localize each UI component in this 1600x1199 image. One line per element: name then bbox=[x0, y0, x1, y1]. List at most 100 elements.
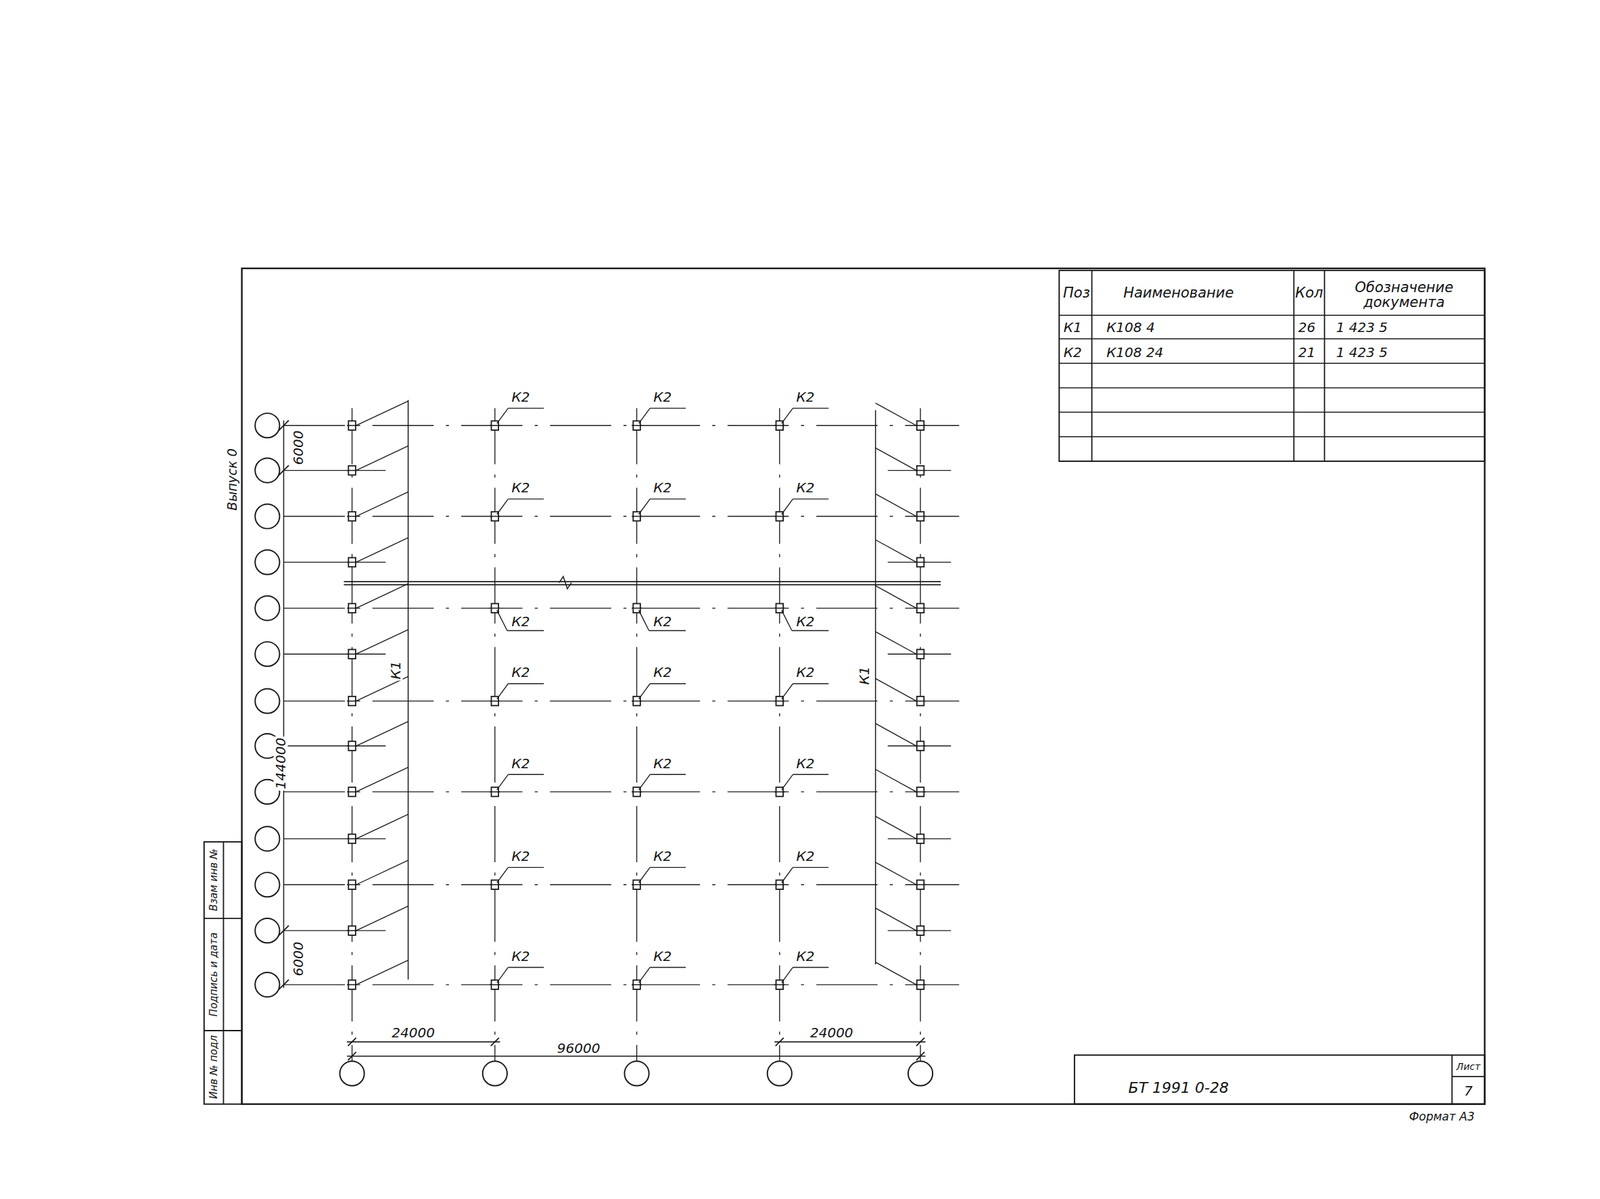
leader-line bbox=[781, 967, 794, 983]
leader-line bbox=[356, 537, 409, 562]
table-line bbox=[1059, 362, 1485, 364]
leader-line bbox=[875, 962, 917, 985]
leader-line bbox=[497, 683, 509, 700]
dimension-line bbox=[283, 420, 285, 988]
leader-line bbox=[781, 867, 794, 884]
break-symbol bbox=[559, 576, 572, 590]
title-block bbox=[1074, 1054, 1486, 1104]
column-symbol bbox=[346, 561, 358, 564]
column-symbol bbox=[915, 929, 926, 932]
leader-line bbox=[792, 866, 829, 868]
callout-label: К2 bbox=[794, 614, 816, 629]
leader-line bbox=[875, 585, 917, 608]
leader-line bbox=[507, 683, 544, 684]
leader-line bbox=[507, 967, 544, 968]
column-symbol bbox=[774, 983, 785, 986]
column-symbol bbox=[915, 515, 926, 518]
column-symbol bbox=[631, 983, 642, 986]
break-line bbox=[344, 580, 942, 583]
issue-label: Выпуск 0 bbox=[225, 446, 240, 512]
axis-marker bbox=[254, 918, 280, 943]
callout-label: К2 bbox=[651, 848, 673, 863]
leader-line bbox=[356, 721, 409, 746]
title-line bbox=[1451, 1054, 1453, 1104]
dimension-line bbox=[774, 1041, 926, 1043]
column-symbol bbox=[915, 838, 926, 840]
stamp-label: Подпись и дата bbox=[208, 931, 220, 1018]
dimension-label: 6000 bbox=[290, 940, 305, 978]
grid-axis bbox=[283, 607, 959, 609]
leader-line bbox=[649, 407, 686, 409]
column-symbol bbox=[489, 700, 500, 702]
callout-label: К2 bbox=[509, 948, 531, 963]
leader-line bbox=[792, 683, 829, 684]
sheet-frame bbox=[242, 268, 1486, 1105]
leader-line bbox=[407, 400, 410, 980]
axis-marker bbox=[254, 826, 280, 851]
column-symbol bbox=[915, 883, 926, 886]
column-symbol bbox=[489, 607, 500, 610]
leader-line bbox=[875, 769, 917, 792]
column-symbol bbox=[774, 883, 785, 886]
callout-label: К2 bbox=[794, 389, 816, 404]
leader-line bbox=[497, 408, 509, 425]
leader-line bbox=[781, 408, 794, 425]
table-header: Кол bbox=[1293, 285, 1325, 301]
callout-label: К2 bbox=[509, 756, 531, 771]
leader-line bbox=[649, 967, 686, 968]
format-label: Формат А3 bbox=[1407, 1111, 1477, 1124]
leader-line bbox=[875, 493, 917, 516]
callout-label: К2 bbox=[794, 848, 816, 863]
dimension-tick bbox=[348, 1052, 357, 1061]
table-cell: К2 bbox=[1062, 344, 1084, 360]
column-symbol bbox=[774, 791, 785, 793]
leader-line bbox=[649, 683, 686, 684]
leader-line bbox=[875, 678, 917, 701]
leader-line bbox=[356, 445, 409, 470]
axis-marker bbox=[254, 549, 280, 575]
table-header: Обозначение документа bbox=[1326, 279, 1482, 310]
stamp-line bbox=[204, 917, 243, 920]
leader-line bbox=[639, 499, 651, 515]
grid-axis bbox=[283, 515, 959, 517]
leader-line bbox=[507, 866, 544, 868]
column-symbol bbox=[915, 791, 926, 793]
callout-label: К2 bbox=[509, 614, 531, 629]
table-line bbox=[1292, 270, 1295, 462]
grid-axis bbox=[283, 425, 959, 427]
column-symbol bbox=[915, 469, 926, 472]
spec-table bbox=[1059, 270, 1485, 462]
table-line bbox=[1059, 387, 1485, 389]
callout-label: К2 bbox=[509, 389, 531, 404]
grid-axis bbox=[887, 653, 952, 655]
dimension-tick bbox=[775, 1038, 784, 1047]
leader-line bbox=[639, 408, 651, 425]
callout-label: К2 bbox=[651, 948, 673, 963]
leader-line bbox=[356, 401, 409, 426]
grid-axis bbox=[919, 408, 921, 1062]
leader-line bbox=[649, 630, 686, 631]
leader-line bbox=[649, 774, 686, 775]
column-symbol bbox=[915, 561, 926, 564]
column-symbol bbox=[774, 424, 785, 427]
column-symbol bbox=[915, 983, 926, 986]
grid-axis bbox=[283, 653, 386, 655]
leader-line bbox=[639, 609, 650, 631]
leader-line bbox=[497, 867, 509, 884]
leader-line bbox=[356, 814, 409, 839]
column-symbol bbox=[774, 607, 785, 610]
axis-marker bbox=[254, 503, 280, 529]
leader-line bbox=[792, 774, 829, 775]
table-header: Наименование bbox=[1121, 285, 1235, 301]
column-symbol bbox=[631, 700, 642, 702]
leader-line bbox=[356, 860, 409, 885]
column-symbol bbox=[915, 424, 926, 427]
leader-line bbox=[356, 491, 409, 516]
callout-label: К2 bbox=[509, 480, 531, 496]
callout-label: К2 bbox=[651, 665, 673, 680]
column-symbol bbox=[346, 838, 358, 840]
leader-line bbox=[356, 960, 409, 985]
dimension-tick bbox=[348, 1038, 357, 1047]
